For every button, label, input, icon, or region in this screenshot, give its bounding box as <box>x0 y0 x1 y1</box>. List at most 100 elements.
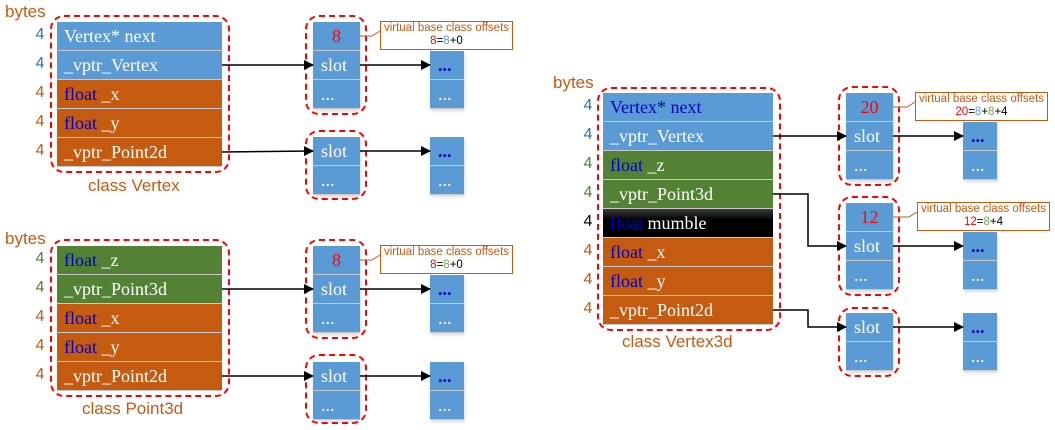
byte-size: 4 <box>583 213 593 230</box>
function-entry: ... <box>963 342 997 371</box>
offset-formula: 8 <box>430 259 437 271</box>
vbase-offset-cell: 8 <box>313 22 360 51</box>
member-text: _vptr_Point2d <box>610 300 714 320</box>
member-text: float <box>64 337 97 357</box>
offset-formula: = <box>976 216 984 228</box>
vtable-slot: slot <box>313 137 360 166</box>
member-row: _vptr_Point2d <box>57 362 222 391</box>
member-row: _vptr_Point3d <box>57 275 222 304</box>
offset-formula: +4 <box>989 216 1004 228</box>
function-entry: ... <box>430 304 464 333</box>
vtable-slot: slot <box>313 275 360 304</box>
offset-formula: +4 <box>994 106 1008 118</box>
member-text: float <box>64 308 97 328</box>
member-text: _vptr_Vertex <box>64 55 158 75</box>
member-text: mumble <box>643 213 707 233</box>
offset-formula: +0 <box>449 35 463 47</box>
member-row: float _y <box>57 333 222 362</box>
note-title: virtual base class offsets <box>920 203 1047 215</box>
function-entry: ... <box>430 362 464 391</box>
function-entry: ... <box>430 80 464 109</box>
member-text: Vertex* next <box>610 97 702 117</box>
offset-formula: = <box>436 259 444 271</box>
offset-formula: +0 <box>449 259 463 271</box>
member-text: _y <box>97 113 120 133</box>
vtable-slot: slot <box>846 313 893 342</box>
function-entry: ... <box>430 391 464 420</box>
member-text: float <box>610 242 643 262</box>
byte-size: 4 <box>583 184 593 201</box>
vtable-boundary <box>305 354 367 424</box>
member-row: float _x <box>57 80 222 109</box>
vtable-more: ... <box>846 151 893 180</box>
bytes-label: bytes <box>5 229 46 248</box>
note-title: virtual base class offsets <box>383 22 510 34</box>
member-row: Vertex* next <box>57 22 222 51</box>
offset-formula: 8 <box>443 259 450 271</box>
member-text: _y <box>97 337 120 357</box>
class-boundary <box>50 239 230 397</box>
byte-size: 4 <box>35 26 45 43</box>
function-entry: ... <box>430 51 464 80</box>
function-entry: ... <box>963 261 997 290</box>
vtable-more: ... <box>313 166 360 195</box>
member-row: float _y <box>603 267 773 296</box>
byte-size: 4 <box>583 242 593 259</box>
function-entry: ... <box>430 137 464 166</box>
function-entry: ... <box>963 232 997 261</box>
vbase-offset-cell: 20 <box>846 93 893 122</box>
member-row: float _z <box>603 151 773 180</box>
member-row: float mumble <box>603 209 773 238</box>
vbase-offset-cell: 8 <box>313 246 360 275</box>
member-text: float <box>64 84 97 104</box>
member-row: Vertex* next <box>603 93 773 122</box>
class-boundary <box>50 15 230 173</box>
function-entry: ... <box>963 151 997 180</box>
byte-size: 4 <box>35 279 45 296</box>
member-text: _z <box>97 250 119 270</box>
vtable-slot: slot <box>846 122 893 151</box>
bytes-label: bytes <box>553 73 594 92</box>
member-row: _vptr_Point2d <box>57 138 222 167</box>
offset-formula: = <box>968 106 975 118</box>
class-caption: class Vertex <box>88 176 180 195</box>
function-entry: ... <box>430 275 464 304</box>
member-text: Vertex* next <box>64 26 156 46</box>
byte-size: 4 <box>35 113 45 130</box>
member-row: float _x <box>603 238 773 267</box>
member-text: _vptr_Point3d <box>610 184 714 204</box>
vtable-slot: slot <box>846 232 893 261</box>
function-entry: ... <box>430 166 464 195</box>
class-boundary <box>597 87 781 331</box>
function-entry: ... <box>963 122 997 151</box>
offset-formula: 12 <box>963 216 977 228</box>
byte-size: 4 <box>35 337 45 354</box>
byte-size: 4 <box>583 126 593 143</box>
offset-formula: 8 <box>430 35 437 47</box>
class-caption: class Vertex3d <box>622 332 733 351</box>
member-text: float <box>610 271 643 291</box>
vtable-more: ... <box>313 391 360 420</box>
vtable-more: ... <box>313 304 360 333</box>
offset-formula: = <box>436 35 444 47</box>
member-text: _vptr_Vertex <box>610 126 704 146</box>
member-text: _vptr_Point3d <box>64 279 168 299</box>
member-text: _vptr_Point2d <box>64 366 168 386</box>
vtable-more: ... <box>846 261 893 290</box>
member-text: _x <box>97 84 120 104</box>
byte-size: 4 <box>35 142 45 159</box>
offset-formula: 8 <box>988 106 995 118</box>
byte-size: 4 <box>35 84 45 101</box>
member-row: float _z <box>57 246 222 275</box>
member-row: _vptr_Vertex <box>57 51 222 80</box>
byte-size: 4 <box>35 308 45 325</box>
note-title: virtual base class offsets <box>383 246 510 258</box>
byte-size: 4 <box>35 55 45 72</box>
offset-formula: 8 <box>983 216 990 228</box>
member-text: float <box>610 155 643 175</box>
